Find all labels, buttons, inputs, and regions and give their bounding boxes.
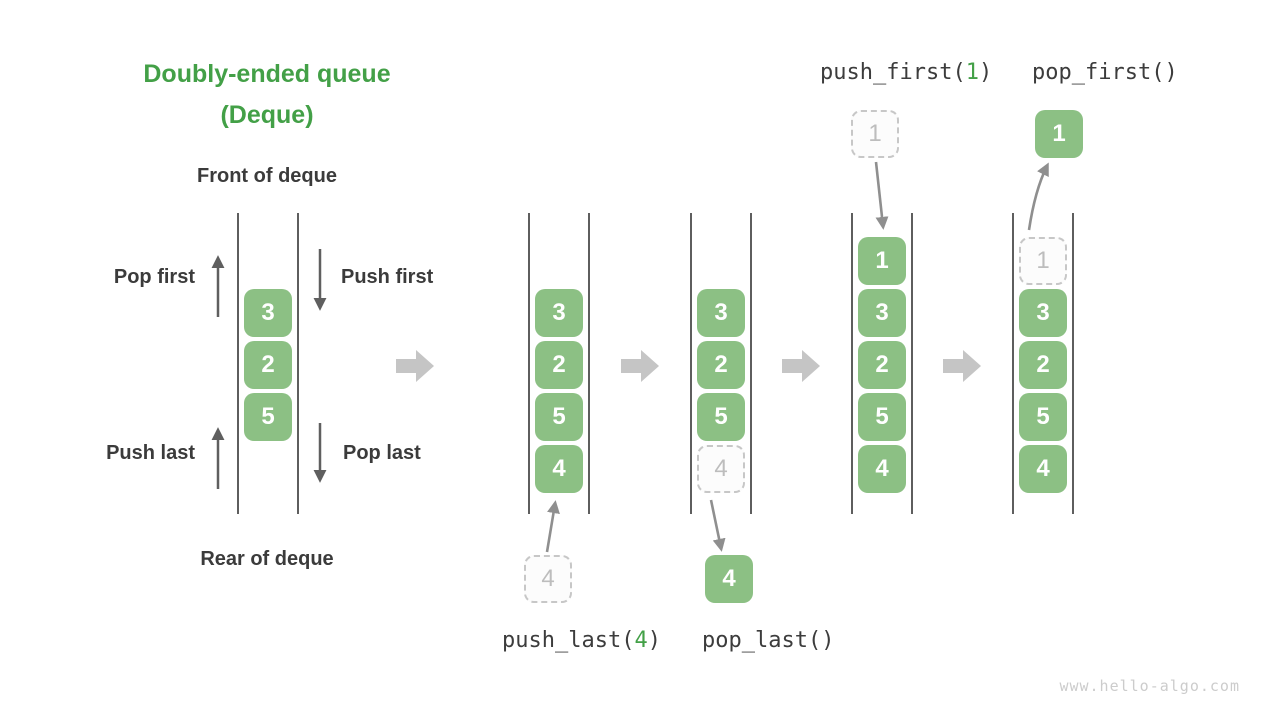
queue-cell: 2 [244,341,292,389]
queue-rail [297,213,299,514]
queue-state-push-first: 1 3 2 5 4 [851,213,913,514]
cell-value: 4 [541,565,555,592]
cell-value: 5 [875,403,889,430]
pop-first-arrow-icon [211,255,225,317]
queue-rail [1012,213,1014,514]
queue-cell: 2 [1019,341,1067,389]
pop-first-code-label: pop_first() [1032,60,1178,85]
queue-cell: 2 [858,341,906,389]
push-last-arrow-icon [211,427,225,489]
queue-cell: 5 [1019,393,1067,441]
queue-cell: 2 [697,341,745,389]
queue-cell: 4 [535,445,583,493]
outgoing-cell-pop-first: 1 [1035,110,1083,158]
queue-cell: 5 [535,393,583,441]
queue-rail [851,213,853,514]
next-state-arrow-icon [621,350,659,382]
queue-cell-ghost: 1 [1019,237,1067,285]
cell-value: 1 [1052,120,1066,147]
queue-cell: 3 [244,289,292,337]
pop-last-label: Pop last [343,442,421,464]
queue-cell-ghost: 4 [697,445,745,493]
queue-rail [911,213,913,514]
cell-value: 3 [552,299,566,326]
code-suffix: ) [978,60,993,85]
queue-cell: 5 [858,393,906,441]
queue-rail [588,213,590,514]
push-last-motion-arrow-icon [545,500,560,553]
push-last-label: Push last [106,442,195,464]
queue-state-pop-last: 3 2 5 4 [690,213,752,514]
cell-value: 3 [261,299,275,326]
push-first-label: Push first [341,266,434,288]
queue-overview: 3 2 5 [237,213,299,514]
push-first-motion-arrow-icon [874,161,889,230]
code-prefix: push_first( [820,60,966,85]
queue-state-push-last: 3 2 5 4 [528,213,590,514]
push-first-code-label: push_first(1) [820,60,992,85]
cell-value: 1 [1036,247,1050,274]
push-last-code-label: push_last(4) [502,628,661,653]
cell-value: 1 [868,120,882,147]
next-state-arrow-icon [943,350,981,382]
code-prefix: push_last( [502,628,635,653]
queue-cell: 5 [697,393,745,441]
next-state-arrow-icon [782,350,820,382]
diagram-title-line1: Doubly-ended queue [143,60,391,88]
queue-rail [528,213,530,514]
cell-value: 3 [1036,299,1050,326]
code-arg: 4 [634,628,648,653]
push-first-arrow-icon [313,249,327,311]
queue-rail [690,213,692,514]
incoming-cell-push-last: 4 [524,555,572,603]
queue-rail [237,213,239,514]
queue-state-pop-first: 1 3 2 5 4 [1012,213,1074,514]
cell-value: 4 [714,455,728,482]
queue-cell: 3 [535,289,583,337]
pop-last-arrow-icon [313,423,327,483]
outgoing-cell-pop-last: 4 [705,555,753,603]
queue-cell: 2 [535,341,583,389]
cell-value: 4 [722,565,736,592]
code-suffix: ) [647,628,661,653]
queue-cell: 4 [1019,445,1067,493]
cell-value: 4 [1036,455,1050,482]
cell-value: 4 [875,455,889,482]
rear-of-deque-label: Rear of deque [200,548,334,570]
queue-cell: 3 [858,289,906,337]
diagram-title-line2: (Deque) [220,101,314,129]
queue-cell: 3 [1019,289,1067,337]
watermark: www.hello-algo.com [1059,677,1240,695]
pop-last-code-label: pop_last() [702,628,835,653]
cell-value: 2 [1036,351,1050,378]
cell-value: 2 [714,351,728,378]
cell-value: 5 [1036,403,1050,430]
pop-last-motion-arrow-icon [709,499,726,552]
incoming-cell-push-first: 1 [851,110,899,158]
cell-value: 4 [552,455,566,482]
cell-value: 3 [714,299,728,326]
next-state-arrow-icon [396,350,434,382]
queue-cell: 4 [858,445,906,493]
queue-rail [750,213,752,514]
queue-rail [1072,213,1074,514]
queue-cell: 3 [697,289,745,337]
cell-value: 1 [875,247,889,274]
cell-value: 2 [261,351,275,378]
front-of-deque-label: Front of deque [197,165,337,187]
cell-value: 2 [552,351,566,378]
cell-value: 3 [875,299,889,326]
pop-first-motion-arrow-icon [1027,162,1049,231]
cell-value: 5 [261,403,275,430]
cell-value: 2 [875,351,889,378]
pop-first-label: Pop first [113,266,195,288]
cell-value: 5 [552,403,566,430]
cell-value: 5 [714,403,728,430]
queue-cell: 5 [244,393,292,441]
code-arg: 1 [965,60,979,85]
queue-cell: 1 [858,237,906,285]
